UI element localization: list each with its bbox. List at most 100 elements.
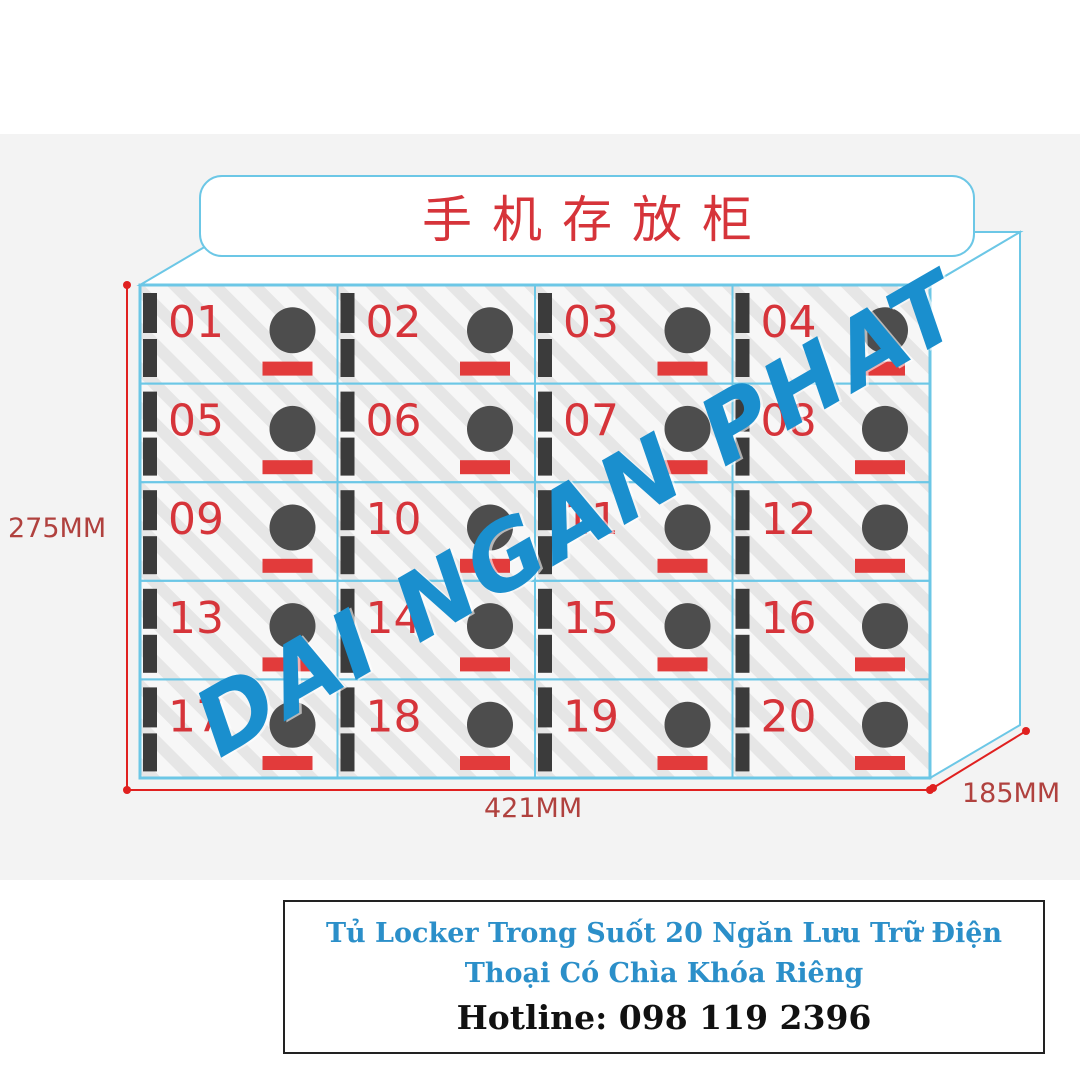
lock-knob[interactable] — [467, 504, 513, 551]
door-hinge — [340, 536, 355, 575]
dimension-endpoint — [1022, 727, 1030, 735]
compartment-number: 13 — [168, 593, 224, 644]
lock-knob[interactable] — [664, 504, 711, 551]
compartment-number: 06 — [366, 396, 422, 447]
lock-plate — [460, 756, 510, 770]
door-hinge — [340, 339, 355, 377]
door-hinge — [143, 293, 157, 333]
cabinet-sign-title: 手机存放柜 — [422, 191, 772, 249]
lock-knob[interactable] — [269, 701, 316, 748]
hotline-text: Hotline: 098 119 2396 — [456, 998, 872, 1037]
door-hinge — [143, 536, 157, 575]
locker-compartment[interactable]: 13 — [139, 579, 339, 681]
lock-knob[interactable] — [664, 603, 711, 650]
compartment-number: 11 — [563, 494, 619, 545]
lock-plate — [262, 657, 313, 672]
compartment-number: 18 — [366, 691, 422, 742]
door-hinge — [538, 687, 552, 728]
compartment-door[interactable] — [731, 678, 931, 780]
lock-knob[interactable] — [269, 603, 316, 650]
product-title: Tủ Locker Trong Suốt 20 Ngăn Lưu Trữ Điệ… — [325, 918, 1003, 989]
door-hinge — [340, 588, 355, 629]
locker-compartment[interactable]: 17 — [139, 678, 339, 780]
compartment-number: 09 — [168, 494, 224, 545]
compartment-number: 17 — [168, 691, 224, 742]
door-hinge — [735, 733, 750, 772]
lock-knob[interactable] — [862, 504, 908, 551]
locker-compartment[interactable]: 02 — [336, 284, 536, 385]
lock-knob[interactable] — [467, 405, 513, 452]
door-hinge — [340, 687, 355, 728]
lock-plate — [855, 460, 905, 475]
door-hinge — [735, 293, 750, 333]
lock-plate — [855, 558, 905, 573]
door-hinge — [735, 490, 750, 531]
locker-compartment[interactable]: 01 — [139, 284, 339, 385]
lock-knob[interactable] — [269, 504, 316, 551]
door-hinge — [538, 391, 552, 432]
door-hinge — [340, 293, 355, 333]
dimension-lines — [123, 281, 1030, 794]
locker-compartment[interactable]: 07 — [534, 382, 734, 484]
door-hinge — [340, 437, 355, 476]
lock-knob[interactable] — [467, 701, 513, 748]
lock-knob[interactable] — [269, 405, 316, 452]
lock-knob[interactable] — [467, 307, 513, 354]
lock-plate — [855, 657, 905, 672]
lock-plate — [460, 558, 510, 573]
lock-knob[interactable] — [862, 307, 908, 354]
door-hinge — [538, 733, 552, 772]
lock-knob[interactable] — [664, 405, 711, 452]
door-hinge — [340, 391, 355, 432]
lock-knob[interactable] — [862, 603, 908, 650]
lock-plate — [657, 657, 708, 672]
lock-knob[interactable] — [467, 603, 513, 650]
door-hinge — [538, 339, 552, 377]
door-hinge — [143, 490, 157, 531]
lock-knob[interactable] — [664, 701, 711, 748]
door-hinge — [538, 293, 552, 333]
lock-knob[interactable] — [269, 307, 316, 354]
compartment-number: 15 — [563, 593, 619, 644]
door-hinge — [735, 339, 750, 377]
locker-compartment[interactable]: 09 — [139, 481, 339, 582]
lock-plate — [657, 460, 708, 475]
door-hinge — [538, 634, 552, 673]
locker-compartment[interactable]: 04 — [731, 284, 931, 385]
door-hinge — [735, 536, 750, 575]
locker-compartment[interactable]: 18 — [336, 678, 536, 780]
door-hinge — [143, 391, 157, 432]
compartment-number: 01 — [168, 297, 224, 348]
depth-dimension-label: 185MM — [962, 778, 1061, 809]
compartment-number: 14 — [366, 593, 422, 644]
lock-plate — [262, 756, 313, 770]
lock-plate — [460, 657, 510, 672]
compartment-number: 04 — [761, 297, 817, 348]
locker-compartment[interactable]: 08 — [731, 382, 931, 484]
lock-plate — [657, 558, 708, 573]
lock-knob[interactable] — [862, 701, 908, 748]
compartment-number: 19 — [563, 691, 619, 742]
lock-plate — [855, 361, 905, 376]
door-hinge — [735, 391, 750, 432]
lock-plate — [657, 756, 708, 770]
compartment-number: 20 — [761, 691, 817, 742]
lock-plate — [262, 361, 313, 376]
locker-compartment[interactable]: 16 — [731, 579, 931, 681]
door-hinge — [340, 634, 355, 673]
lock-plate — [460, 361, 510, 376]
door-hinge — [538, 536, 552, 575]
locker-compartment[interactable]: 20 — [731, 678, 931, 780]
lock-knob[interactable] — [862, 405, 908, 452]
door-hinge — [340, 490, 355, 531]
door-hinge — [538, 490, 552, 531]
door-hinge — [143, 588, 157, 629]
door-hinge — [340, 733, 355, 772]
lock-knob[interactable] — [664, 307, 711, 354]
locker-compartment[interactable]: 06 — [336, 382, 536, 484]
door-hinge — [143, 687, 157, 728]
compartment-number: 03 — [563, 297, 619, 348]
locker-compartment[interactable]: 14 — [336, 579, 536, 681]
compartment-number: 05 — [168, 396, 224, 447]
